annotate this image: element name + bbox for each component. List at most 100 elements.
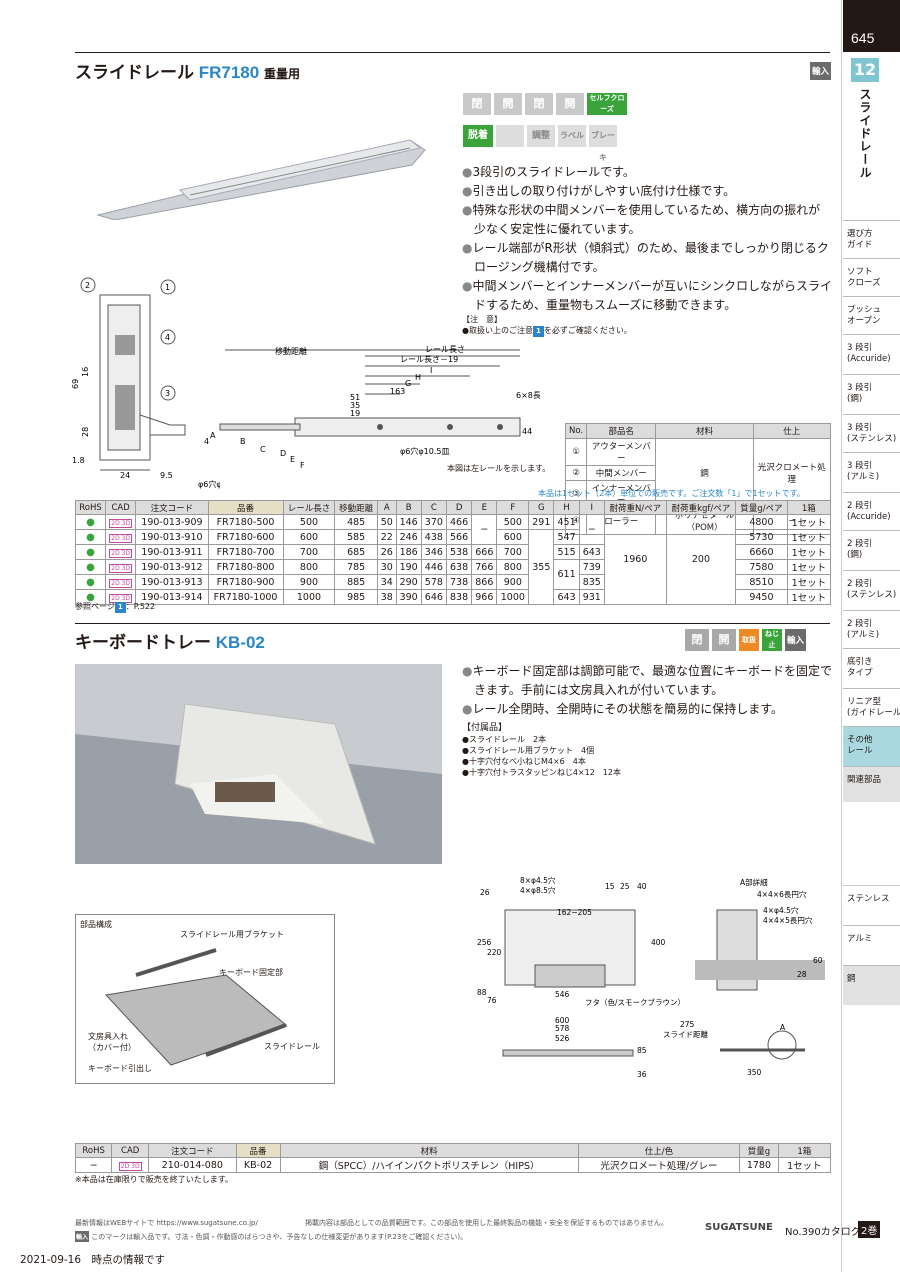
sidebar-item-9[interactable]: 2 段引 (鋼)	[843, 530, 900, 570]
footer-import: 輸入 このマークは輸入品です。寸法・色調・作動感のばらつきや、予告なしの仕様変更…	[75, 1231, 468, 1242]
open-lock-icon: 開	[556, 93, 584, 115]
sidebar-item-11[interactable]: 2 段引 (アルミ)	[843, 610, 900, 648]
cross-section-drawing: 2 1 4 3 69 16 28 1.8 24 9.5 φ6穴φ9.5皿	[71, 277, 220, 489]
dim-1-8: 1.8	[72, 456, 85, 465]
col-header: 質量g/ペア	[735, 500, 788, 515]
handling-icon: 取扱	[739, 629, 759, 651]
sidebar-item-13[interactable]: リニア型 (ガイドレール)	[843, 688, 900, 726]
dim-26: 26	[480, 888, 490, 897]
dim-36: 36	[637, 1070, 647, 1079]
feature-icons-row2: 脱着 調整 ラベル ブレーキ	[463, 125, 617, 162]
keyboard-tray-photo	[75, 664, 442, 864]
cad-icon[interactable]: 2D 3D	[109, 518, 133, 528]
screw-icon: ねじ止	[762, 629, 782, 651]
dim-C: C	[260, 445, 266, 454]
col-header: F	[496, 500, 530, 515]
cad-icon[interactable]: 2D 3D	[109, 533, 133, 543]
rohs-dot: ●	[86, 591, 95, 603]
sidebar-item-4[interactable]: 3 段引 (Accuride)	[843, 334, 900, 374]
sidebar-item-1[interactable]: 選び方 ガイド	[843, 220, 900, 258]
col-header: 耐荷重kgf/ペア	[665, 500, 737, 515]
dim-24: 24	[120, 471, 130, 480]
material-stainless[interactable]: ステンレス	[843, 885, 900, 925]
callout-2: 2	[85, 281, 90, 290]
dim-h1: 8×φ4.5穴	[520, 875, 556, 885]
ref-page-badge[interactable]: 1	[114, 602, 126, 613]
dim-162-205: 162−205	[557, 908, 592, 917]
callout-3: 3	[165, 389, 170, 398]
sidebar-item-3[interactable]: プッシュ オープン	[843, 296, 900, 334]
col-header: A	[376, 500, 397, 515]
sidebar-item-15[interactable]: 関連部品	[843, 766, 900, 802]
sidebar-item-7[interactable]: 3 段引 (アルミ)	[843, 452, 900, 492]
side-view-drawing: 移動距離 レール長さ レール長さ－19 I H G 163 51 35 19 6…	[204, 345, 540, 470]
cad-icon[interactable]: 2D 3D	[109, 563, 133, 573]
dim-28b: 28	[797, 970, 807, 979]
dim-A-callout: A	[780, 1023, 786, 1032]
label-bracket: スライドレール用ブラケット	[180, 930, 284, 939]
sidebar-item-14[interactable]: その他 レール	[843, 726, 900, 766]
col-header: レール長さ	[282, 500, 336, 515]
col-header: G	[528, 500, 555, 515]
sidebar-item-8[interactable]: 2 段引 (Accuride)	[843, 492, 900, 530]
col-header: RoHS	[75, 500, 106, 515]
dim-28: 28	[81, 427, 90, 437]
dim-526: 526	[555, 1034, 570, 1043]
accessory-4: ●十字穴付トラスタッピンねじ4×12 12本	[462, 768, 621, 777]
rohs-dot: ●	[86, 561, 95, 573]
detach-icon: 脱着	[463, 125, 493, 147]
dim-400: 400	[651, 938, 666, 947]
sidebar-divider	[841, 0, 842, 1272]
parts-caption: 部品構成	[80, 920, 112, 929]
accessory-1: ●スライドレール 2本	[462, 735, 547, 744]
col-header: 1箱	[786, 500, 832, 515]
col-header: H	[553, 500, 580, 515]
dim-546: 546	[555, 990, 570, 999]
dim-B: B	[240, 437, 246, 446]
dim-600: 600	[555, 1016, 570, 1025]
dim-hole-phi6b: φ6穴φ10.5皿	[400, 446, 449, 456]
volume-badge: 2巻	[858, 1221, 881, 1238]
col-header: I	[578, 500, 605, 515]
left-rail-note: 本図は左レールを示します。	[447, 464, 551, 473]
sidebar-item-6[interactable]: 3 段引 (ステンレス)	[843, 414, 900, 452]
callout-1: 1	[165, 283, 170, 292]
dim-slide: スライド距離	[663, 1029, 708, 1039]
footer-disclaimer: 掲載内容は部品としての品質範囲です。この部品を使用した最終製品の機能・安全を保証…	[305, 1219, 668, 1227]
a-detail-title: A部詳細	[740, 877, 768, 887]
col-header: 移動距離	[334, 500, 378, 515]
section1-title: スライドレール FR7180 重量用	[75, 63, 300, 82]
closed-hold-icon: 閉	[463, 93, 491, 115]
cad-icon[interactable]: 2D 3D	[109, 548, 133, 558]
rohs-dot: ●	[86, 576, 95, 588]
col-header: B	[395, 500, 422, 515]
material-steel[interactable]: 鋼	[843, 965, 900, 1005]
dim-25: 25	[620, 882, 630, 891]
sidebar-item-12[interactable]: 底引き タイプ	[843, 648, 900, 688]
col-header: D	[445, 500, 473, 515]
feature-2: 引き出しの取り付けがしやすい底付け仕様です。	[472, 184, 736, 198]
import-badge: 輸入	[810, 62, 832, 80]
label-stationery: 文房具入れ （カバー付）	[88, 1032, 136, 1052]
soft-icon	[496, 125, 524, 147]
dim-51: 51	[350, 393, 360, 402]
info-date: 2021-09-16 時点の情報です	[20, 1254, 166, 1266]
section2-rule	[75, 623, 830, 624]
sidebar-item-10[interactable]: 2 段引 (ステンレス)	[843, 570, 900, 610]
material-aluminum[interactable]: アルミ	[843, 925, 900, 965]
callout-4: 4	[165, 333, 170, 342]
sidebar-item-5[interactable]: 3 段引 (鋼)	[843, 374, 900, 414]
caution-ref-badge[interactable]: 1	[532, 326, 544, 337]
col-header: CAD	[104, 500, 137, 515]
cad-icon[interactable]: 2D 3D	[109, 578, 133, 588]
dim-275: 275	[680, 1020, 695, 1029]
feature-1: 3段引のスライドレールです。	[472, 165, 635, 179]
label-icon: ラベル	[558, 125, 586, 147]
dim-E: E	[290, 455, 295, 464]
sidebar-item-2[interactable]: ソフト クローズ	[843, 258, 900, 296]
discontinued-note: ※本品は在庫限りで販売を終了いたします。	[75, 1175, 233, 1184]
